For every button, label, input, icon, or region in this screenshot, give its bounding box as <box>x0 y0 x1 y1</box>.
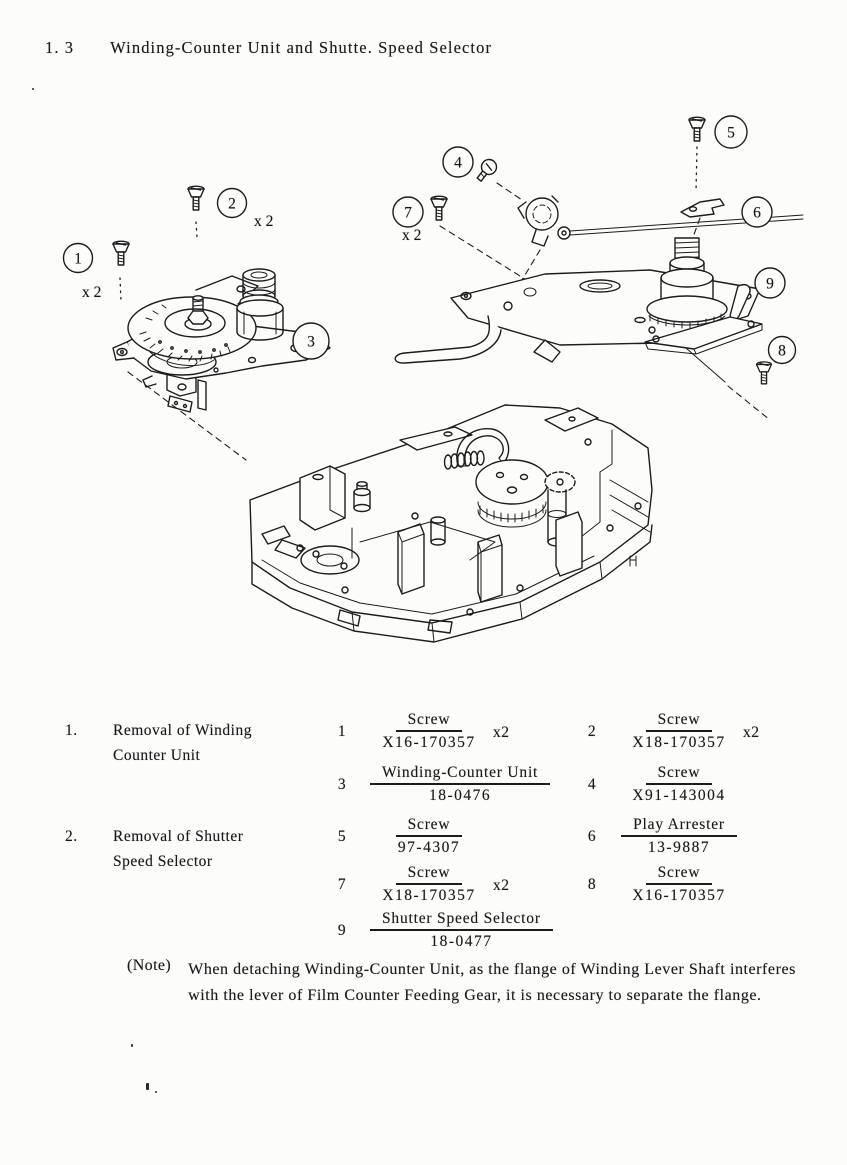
note-label: (Note) <box>127 957 172 974</box>
winding-lever-flange-drawing <box>517 195 571 247</box>
screw-icon-2 <box>187 185 205 211</box>
callout-1-qty: x 2 <box>82 284 101 301</box>
svg-text:7: 7 <box>404 205 412 222</box>
scan-speck <box>131 1044 133 1047</box>
procedure-2: 2. Removal of Shutter Speed Selector <box>65 824 243 874</box>
screw-icon-5 <box>688 116 706 142</box>
screw-icon-4 <box>476 158 498 182</box>
svg-text:6: 6 <box>753 205 761 222</box>
scan-speck <box>32 88 34 90</box>
svg-text:8: 8 <box>778 343 786 360</box>
screw-icon-8 <box>755 361 773 385</box>
exploded-diagram: 1 x 2 2 x 2 3 4 5 6 7 x 2 8 9 <box>62 115 804 643</box>
svg-text:2: 2 <box>228 196 236 213</box>
svg-text:5: 5 <box>727 125 735 142</box>
procedure-1: 1. Removal of Winding Counter Unit <box>65 718 252 768</box>
parts-list: 1. Removal of Winding Counter Unit 2. Re… <box>0 700 847 955</box>
camera-body-mechanism-drawing <box>249 404 653 643</box>
procedure-2-line-1: Removal of Shutter <box>113 828 244 845</box>
scan-speck <box>155 1091 157 1093</box>
screw-icon-7 <box>430 195 448 221</box>
section-number: 1. 3 <box>45 38 75 57</box>
winding-counter-unit-drawing <box>112 268 331 413</box>
callout-2: 2 x 2 <box>216 187 273 230</box>
callout-9: 9 <box>754 267 786 299</box>
callout-4: 4 <box>442 146 474 178</box>
svg-text:3: 3 <box>307 334 315 351</box>
page-title: Winding-Counter Unit and Shutte. Speed S… <box>110 38 493 57</box>
screw-icon-1 <box>112 240 130 266</box>
callout-1: 1 x 2 <box>62 242 101 301</box>
svg-text:1: 1 <box>74 251 82 268</box>
callout-5: 5 <box>714 115 748 149</box>
note-text: When detaching Winding-Counter Unit, as … <box>188 961 796 1004</box>
section-header: 1. 3 Winding-Counter Unit and Shutte. Sp… <box>45 38 492 58</box>
callout-7: 7 x 2 <box>392 196 424 244</box>
callout-8: 8 <box>767 335 797 365</box>
note-block: (Note) When detaching Winding-Counter Un… <box>127 957 800 1008</box>
scan-speck <box>146 1083 149 1090</box>
procedure-1-line-2: Counter Unit <box>113 747 201 764</box>
callout-3: 3 <box>292 322 330 360</box>
callout-2-qty: x 2 <box>254 213 273 230</box>
play-arrester-drawing <box>680 198 725 218</box>
shutter-speed-selector-drawing <box>394 237 763 364</box>
procedure-1-line-1: Removal of Winding <box>113 722 252 739</box>
svg-text:4: 4 <box>454 155 462 172</box>
procedure-2-line-2: Speed Selector <box>113 853 213 870</box>
callout-6: 6 <box>741 196 773 228</box>
svg-text:9: 9 <box>766 276 774 293</box>
callout-7-qty: x 2 <box>402 227 421 244</box>
